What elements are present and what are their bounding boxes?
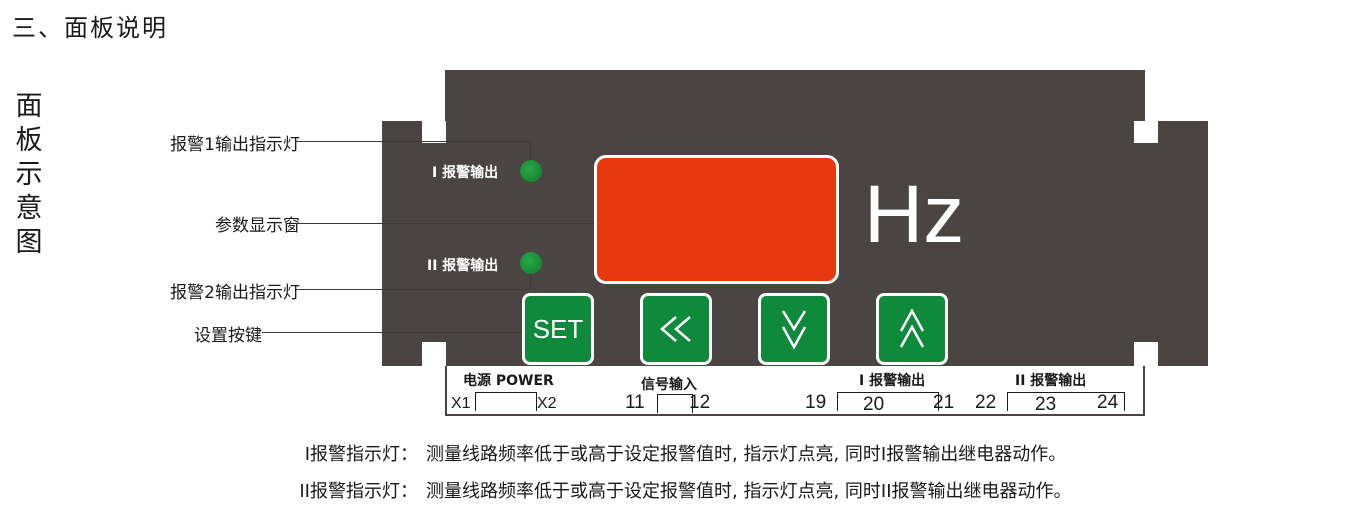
callout-set-keys: 设置按键: [194, 326, 262, 346]
leader-alarm1: [296, 141, 530, 142]
power-terminal-heading: 电源 POWER: [463, 373, 554, 389]
alarm2-bracket: [1007, 392, 1125, 411]
callout-alarm2-led: 报警2输出指示灯: [170, 283, 300, 303]
terminal-21: 21: [933, 392, 955, 413]
alarm1-output-heading: I 报警输出: [859, 373, 926, 389]
terminal-strip: 电源 POWER X1 X2 信号输入 11 12 I 报警输出 19 20 2…: [445, 366, 1145, 416]
strip-edge-left: [445, 366, 447, 416]
terminal-12: 12: [689, 392, 711, 413]
desc-text-alarm2: 测量线路频率低于或高于设定报警值时, 指示灯点亮, 同时II报警输出继电器动作。: [426, 481, 1072, 502]
signal-bracket: [657, 394, 693, 413]
power-bracket: [475, 392, 537, 411]
terminal-x1: X1: [451, 395, 471, 412]
leader-set-keys: [262, 332, 542, 333]
mount-notch-br: [1134, 342, 1158, 366]
terminal-22: 22: [975, 392, 997, 413]
leader-display: [296, 223, 616, 224]
up-button[interactable]: [876, 293, 948, 365]
desc-term-alarm2: II报警指示灯：: [299, 481, 418, 502]
terminal-x2: X2: [537, 395, 557, 412]
terminal-11: 11: [625, 392, 645, 413]
terminal-24: 24: [1097, 392, 1119, 413]
side-title: 面板示意图: [15, 91, 43, 258]
desc-term-alarm1: I报警指示灯：: [304, 444, 418, 465]
terminal-20: 20: [863, 394, 885, 415]
callout-display-window: 参数显示窗: [215, 216, 300, 236]
strip-edge-bottom: [445, 414, 1145, 416]
terminal-23: 23: [1035, 394, 1057, 415]
leader-alarm2: [296, 289, 530, 290]
section-title: 三、面板说明: [12, 14, 168, 42]
display-window: [594, 155, 839, 284]
mount-notch-tl: [422, 121, 446, 143]
set-button[interactable]: SET: [522, 293, 594, 365]
strip-edge-right: [1143, 366, 1145, 416]
down-button[interactable]: [758, 293, 830, 365]
signal-input-heading: 信号输入: [641, 377, 697, 393]
double-chevron-up-icon: [899, 308, 925, 348]
alarm2-label: II 报警输出: [427, 258, 499, 274]
leader-alarm1-drop: [530, 141, 531, 161]
alarm1-label: I 报警输出: [432, 165, 499, 181]
shift-left-button[interactable]: [640, 293, 712, 365]
alarm2-output-heading: II 报警输出: [1015, 373, 1087, 389]
mount-notch-tr: [1134, 121, 1158, 143]
double-chevron-left-icon: [660, 316, 691, 342]
unit-label: Hz: [864, 169, 965, 260]
desc-text-alarm1: 测量线路频率低于或高于设定报警值时, 指示灯点亮, 同时I报警输出继电器动作。: [426, 444, 1067, 465]
device-top-housing: [445, 70, 1145, 125]
alarm2-led: [520, 252, 542, 274]
terminal-19: 19: [805, 392, 827, 413]
alarm1-led: [520, 160, 542, 182]
double-chevron-down-icon: [781, 310, 807, 350]
set-button-label: SET: [532, 313, 584, 344]
mount-notch-bl: [422, 342, 446, 366]
leader-alarm2-rise: [530, 272, 531, 289]
callout-alarm1-led: 报警1输出指示灯: [170, 135, 300, 155]
alarm1-bracket: [837, 392, 939, 411]
